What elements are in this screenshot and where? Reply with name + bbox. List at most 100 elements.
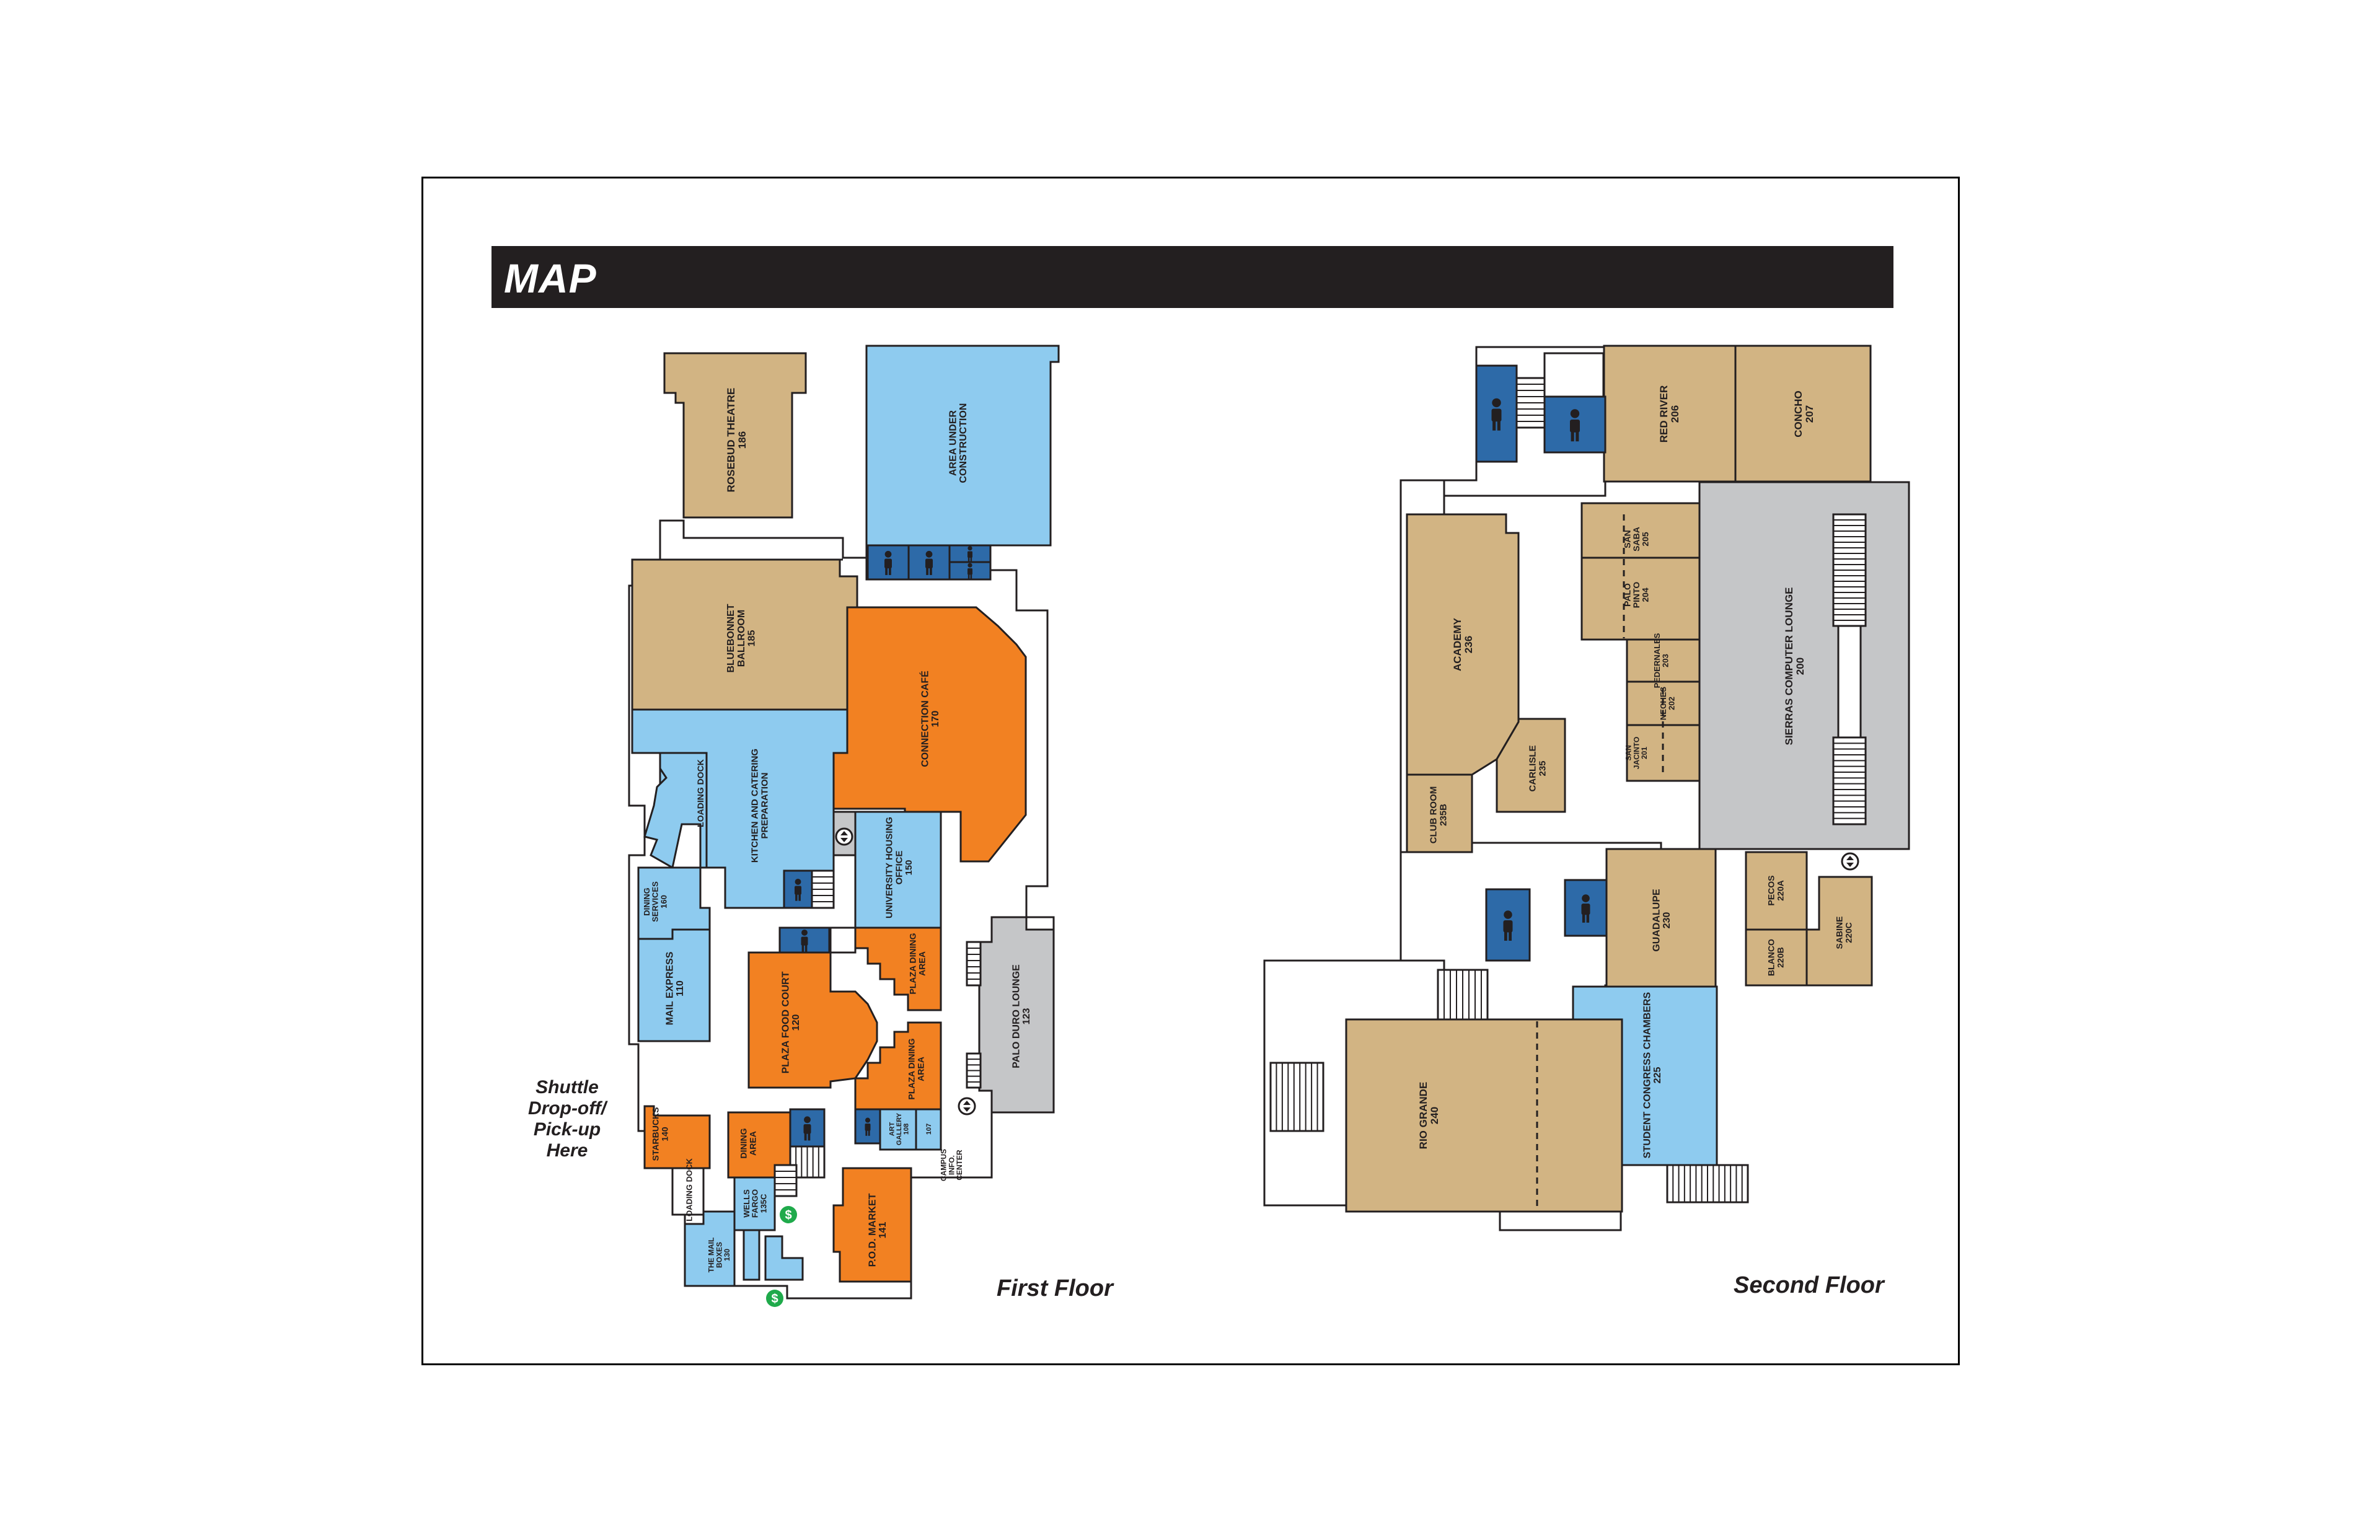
plaza-dining-1-label-text: AREA <box>917 951 927 976</box>
loading-dock-upper <box>643 752 708 869</box>
neches-label-text: NECHES <box>1659 687 1668 721</box>
plaza-dining-2-label-text: AREA <box>915 1057 925 1081</box>
restroom-3-person-icon <box>967 546 972 563</box>
bluebonnet-label-text: BLUEBONNET <box>726 604 736 672</box>
elevator-icon-2 <box>958 1097 976 1115</box>
starbucks-label-text: STARBUCKS <box>651 1107 661 1161</box>
club-room-label-text: CLUB ROOM <box>1429 786 1439 844</box>
restroom-south-person-icon <box>803 1116 811 1141</box>
housing-label-text: OFFICE <box>894 851 904 885</box>
pod-market-label-text: 141 <box>878 1222 888 1239</box>
student-congress-label-text: STUDENT CONGRESS CHAMBERS <box>1642 992 1652 1158</box>
blanco-label-text: 220B <box>1775 947 1785 967</box>
connection-cafe-label-text: CONNECTION CAFÉ <box>919 671 930 767</box>
kitchen-label-text: KITCHEN AND CATERING <box>750 749 760 863</box>
restroom-2f-top-person-icon <box>1491 398 1502 431</box>
pod-market <box>832 1167 912 1283</box>
restroom-2-person-icon <box>925 550 933 575</box>
housing-label-text: UNIVERSITY HOUSING <box>884 817 895 918</box>
red-river-label-text: 206 <box>1669 405 1681 423</box>
art-gallery-label-text: ART <box>888 1122 896 1136</box>
dining-services-label-text: 160 <box>659 895 668 909</box>
campus-info-label-text: CENTER <box>955 1150 964 1181</box>
shuttle-line: Shuttle <box>536 1077 599 1098</box>
title-bar: MAP <box>491 246 1893 308</box>
mail-box-bank-1 <box>743 1229 760 1281</box>
stairs-kitchen <box>811 869 835 909</box>
restroom-1-person-icon <box>884 550 892 575</box>
san-jacinto-label-text: 201 <box>1640 747 1649 759</box>
loading-dock-lower <box>671 1167 705 1216</box>
pod-market-label-text: P.O.D. MARKET <box>867 1193 878 1267</box>
svg-text:$: $ <box>785 1208 791 1222</box>
atm-dollar-icon-2: $ <box>766 1290 783 1307</box>
shuttle-dropoff-label: Shuttle Drop-off/ Pick-up Here <box>505 1077 629 1161</box>
restroom-gallery-person-icon <box>865 1117 871 1136</box>
campus-info-label-text: INFO. <box>947 1155 956 1175</box>
svg-text:$: $ <box>771 1292 778 1306</box>
stairs-sierras-1 <box>1832 513 1867 627</box>
restroom-4-person-icon <box>967 563 972 579</box>
sierras-label-text: 200 <box>1794 658 1806 675</box>
dining-services-label-text: SERVICES <box>651 881 660 922</box>
san-saba-label-text: SAN <box>1622 530 1632 548</box>
connection-cafe-label-text: 170 <box>930 711 941 728</box>
room-107 <box>915 1108 942 1151</box>
mail-express-label-text: 110 <box>675 980 685 997</box>
loading-dock-upper-label-text: LOADING DOCK <box>695 759 705 827</box>
sierras-column <box>1837 625 1862 739</box>
stairs-south <box>789 1145 826 1179</box>
concho-label-text: 207 <box>1804 405 1815 423</box>
restroom-kitchen-person-icon <box>795 878 801 901</box>
construction-label-text: CONSTRUCTION <box>958 403 969 483</box>
corridor-2f-top <box>1543 352 1605 398</box>
stairs-2f-bottom <box>1666 1164 1749 1203</box>
shuttle-line: Pick-up <box>533 1119 601 1140</box>
sabine-label-text: SABINE <box>1835 917 1844 949</box>
dining-area-label-text: DINING <box>739 1128 749 1158</box>
san-saba-label-text: SABA <box>1631 527 1641 552</box>
rio-grande <box>1345 1018 1623 1213</box>
palo-duro-label-text: 123 <box>1021 1008 1032 1025</box>
palo-duro-lounge <box>978 916 1055 1114</box>
elevator-icon-1 <box>835 827 853 846</box>
shuttle-line: Here <box>546 1140 588 1161</box>
san-jacinto-label-text: SAN <box>1624 745 1633 760</box>
mail-boxes-label-text: 130 <box>723 1249 731 1261</box>
food-court-label-text: PLAZA FOOD COURT <box>780 971 791 1073</box>
mail-boxes-label-text: THE MAIL <box>707 1238 716 1273</box>
club-room <box>1406 773 1473 853</box>
concho-label-text: CONCHO <box>1792 390 1804 438</box>
student-congress-label-text: 225 <box>1652 1067 1663 1084</box>
stairs-2f-top <box>1515 377 1546 429</box>
carlisle-label-text: CARLISLE <box>1528 746 1538 792</box>
academy-label-text: 236 <box>1463 636 1474 653</box>
pedernales-label-text: PEDERNALES <box>1652 633 1662 688</box>
carlisle-label-text: 235 <box>1537 760 1548 776</box>
dining-area-label-text: AREA <box>747 1131 757 1156</box>
blanco-label-text: BLANCO <box>1766 939 1776 976</box>
rio-grande-label-text: 240 <box>1429 1107 1440 1124</box>
san-saba-label-text: 205 <box>1641 532 1651 547</box>
palo-pinto-label-text: PALO <box>1622 583 1632 607</box>
kitchen-label-text: PREPARATION <box>759 773 770 839</box>
corridor-patch <box>829 926 857 954</box>
plaza-dining-area-1 <box>854 926 942 1011</box>
pecos-label-text: PECOS <box>1766 875 1776 905</box>
palo-pinto-label-text: PINTO <box>1631 582 1641 609</box>
